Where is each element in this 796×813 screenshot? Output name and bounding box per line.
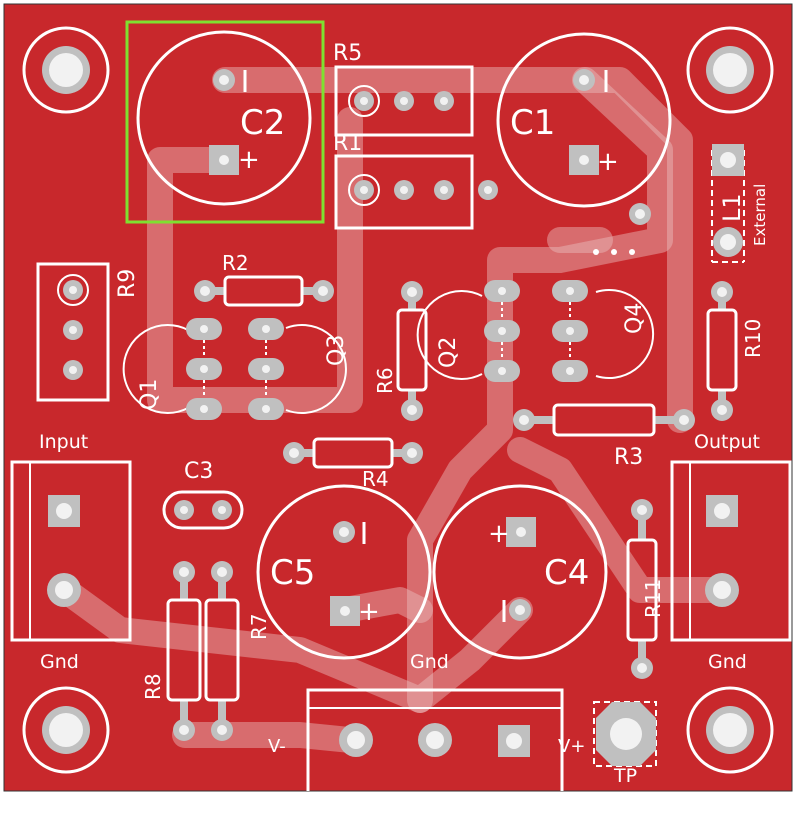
r11-label: R11 bbox=[641, 579, 665, 618]
q2-label: Q2 bbox=[436, 337, 461, 368]
transistor-q1[interactable]: Q1 bbox=[122, 318, 222, 420]
r4-label: R4 bbox=[362, 467, 389, 491]
resistor-r6[interactable]: R6 bbox=[373, 281, 428, 421]
connector-power[interactable]: Gnd V- V+ bbox=[268, 651, 585, 791]
r5-label: R5 bbox=[333, 41, 362, 66]
c1-plus: + bbox=[597, 147, 619, 177]
output-label: Output bbox=[694, 431, 760, 453]
r7-label: R7 bbox=[247, 613, 271, 640]
c4-label: C4 bbox=[544, 553, 589, 593]
external-label: External bbox=[751, 184, 769, 246]
transistor-q4[interactable]: Q4 bbox=[552, 280, 655, 382]
v-minus-label: V- bbox=[268, 736, 286, 757]
capacitor-c2[interactable]: + C2 bbox=[125, 20, 325, 224]
mounting-hole-bottom-left bbox=[22, 686, 110, 774]
resistor-r7[interactable]: R7 bbox=[204, 561, 271, 741]
via-row bbox=[593, 249, 635, 255]
connector-output[interactable]: Output Gnd bbox=[670, 431, 792, 673]
trimmer-r9[interactable]: R9 bbox=[36, 262, 140, 402]
capacitor-c4[interactable]: + C4 bbox=[432, 484, 608, 660]
jumper-l1[interactable]: L1 External bbox=[711, 144, 769, 263]
q3-label: Q3 bbox=[324, 335, 349, 366]
r8-label: R8 bbox=[141, 673, 165, 700]
c3-label: C3 bbox=[184, 459, 213, 484]
c2-label: C2 bbox=[240, 103, 285, 143]
input-label: Input bbox=[39, 431, 88, 453]
capacitor-c3[interactable]: C3 bbox=[162, 459, 244, 530]
connector-input[interactable]: Input Gnd bbox=[10, 431, 132, 673]
c5-label: C5 bbox=[270, 553, 315, 593]
r1-label: R1 bbox=[333, 131, 362, 156]
transistor-q2[interactable]: Q2 bbox=[416, 280, 520, 382]
resistor-r1[interactable]: R1 bbox=[333, 131, 474, 230]
resistor-r11[interactable]: R11 bbox=[626, 499, 665, 679]
r10-label: R10 bbox=[741, 319, 765, 358]
test-point-tp[interactable]: TP bbox=[593, 701, 657, 787]
gnd-right-label: Gnd bbox=[708, 651, 747, 673]
mounting-hole-top-left bbox=[22, 26, 110, 114]
v-plus-label: V+ bbox=[558, 736, 585, 757]
r6-label: R6 bbox=[373, 367, 397, 394]
resistor-r8[interactable]: R8 bbox=[141, 561, 202, 741]
c4-plus: + bbox=[488, 519, 510, 549]
r2-label: R2 bbox=[222, 251, 249, 275]
tp-label: TP bbox=[613, 765, 637, 787]
transistor-q3[interactable]: Q3 bbox=[248, 318, 349, 420]
resistor-r10[interactable]: R10 bbox=[706, 281, 765, 421]
c5-plus: + bbox=[358, 597, 380, 627]
resistor-r2[interactable]: R2 bbox=[194, 251, 334, 307]
resistor-r4[interactable]: R4 bbox=[283, 437, 423, 491]
c2-plus: + bbox=[238, 145, 260, 175]
mounting-hole-top-right bbox=[686, 26, 774, 114]
q4-label: Q4 bbox=[622, 303, 647, 334]
resistor-r3[interactable]: R3 bbox=[513, 403, 695, 470]
r9-label: R9 bbox=[115, 269, 140, 298]
resistor-r5[interactable]: R5 bbox=[333, 41, 474, 137]
selection-box bbox=[125, 20, 325, 224]
capacitor-c5[interactable]: + C5 bbox=[256, 484, 432, 660]
l1-label: L1 bbox=[718, 193, 746, 222]
gnd-center-label: Gnd bbox=[410, 651, 449, 673]
q1-label: Q1 bbox=[137, 379, 162, 410]
mounting-hole-bottom-right bbox=[686, 686, 774, 774]
r3-label: R3 bbox=[614, 445, 643, 470]
copper-traces bbox=[52, 67, 733, 753]
capacitor-c1[interactable]: + C1 bbox=[496, 32, 672, 208]
c1-label: C1 bbox=[510, 103, 555, 143]
gnd-left-label: Gnd bbox=[40, 651, 79, 673]
